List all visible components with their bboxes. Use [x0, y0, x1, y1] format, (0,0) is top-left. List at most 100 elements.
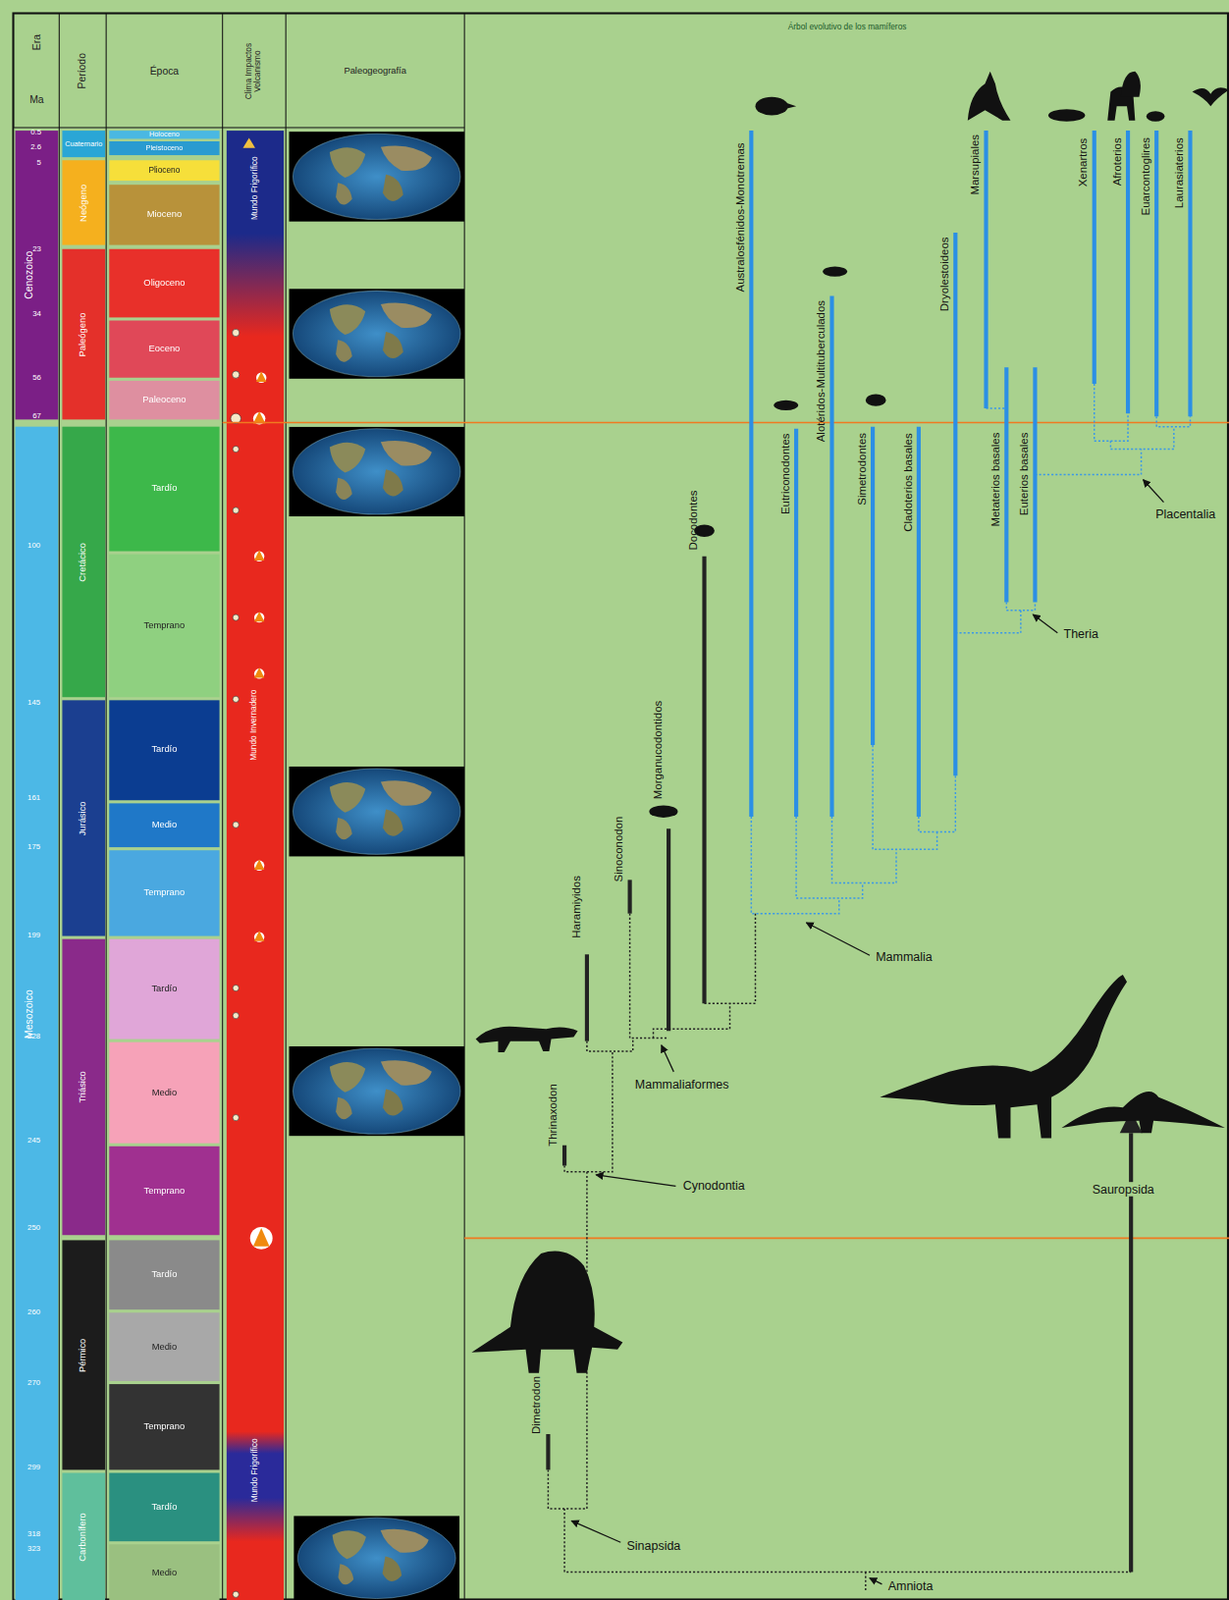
epoch-band: Tardío	[108, 1473, 219, 1543]
band-label: Medio	[152, 1087, 177, 1098]
clade-label: Dimetrodon	[530, 1376, 543, 1435]
age-number: 23	[32, 245, 42, 254]
band-label: Pleistoceno	[146, 144, 184, 153]
age-number: 199	[27, 930, 41, 939]
node-callout: Placentalia	[1153, 507, 1218, 523]
age-number: 67	[32, 412, 42, 421]
age-number: 2.6	[30, 143, 42, 152]
clade-label: Australosfénidos-Monotremas	[734, 142, 748, 292]
period-band: Cuaternario	[61, 130, 106, 158]
epoch-band: Temprano	[108, 554, 219, 698]
band-label: Tardío	[151, 483, 177, 494]
epoch-band: Medio	[108, 1544, 219, 1600]
epoch-band: Paleoceno	[108, 380, 219, 421]
clade-label: Simetrodontes	[854, 432, 868, 506]
period-band: Triásico	[61, 939, 106, 1236]
band-label: Época	[150, 65, 179, 77]
band-label: Eoceno	[149, 343, 181, 354]
period-band: Pérmico	[61, 1239, 106, 1470]
age-number: 260	[27, 1308, 41, 1317]
band-label: Pérmico	[78, 1337, 89, 1372]
epoch-band: Medio	[108, 802, 219, 848]
band-label: Mesozoico	[22, 989, 34, 1039]
band-label: Temprano	[144, 1185, 186, 1196]
clade-label: Metaterios basales	[989, 432, 1003, 528]
epoch-band: Tardío	[108, 939, 219, 1040]
band-label: Tardío	[151, 983, 177, 994]
epoch-band: Temprano	[108, 1384, 219, 1470]
epoch-band: Oligoceno	[108, 249, 219, 319]
band-label: Neógeno	[78, 183, 89, 221]
node-callout: Sauropsida	[1090, 1181, 1157, 1197]
band-label: Temprano	[144, 888, 186, 899]
band-label: Carbonífero	[78, 1512, 89, 1561]
clade-label: Euterios basales	[1017, 432, 1031, 517]
band-label: Ma	[29, 93, 44, 105]
node-callout: Sinapsida	[624, 1538, 683, 1553]
period-band: Paleógeno	[61, 249, 106, 421]
header-cell: EraMa	[14, 14, 60, 128]
age-number: 245	[27, 1135, 41, 1144]
header-cell: Paleogeografía	[285, 14, 465, 128]
band-label: Medio	[152, 820, 177, 831]
epoch-band: Medio	[108, 1312, 219, 1382]
climate-band: Mundo Frigorífico	[228, 130, 282, 245]
band-label: Triásico	[78, 1070, 89, 1103]
band-label: Temprano	[144, 1422, 186, 1433]
epoch-band: Plioceno	[108, 160, 219, 181]
band-label: Cuaternario	[64, 140, 103, 149]
epoch-band: Temprano	[108, 850, 219, 936]
epoch-band: Pleistoceno	[108, 141, 219, 157]
climate-band: Mundo Invernadero	[228, 612, 282, 838]
epoch-band: Tardío	[108, 427, 219, 552]
band-label: Paleógeno	[78, 312, 89, 357]
age-number: 175	[27, 843, 41, 852]
clade-label: Morganucodontidos	[650, 700, 664, 800]
epoch-band: Mioceno	[108, 184, 219, 245]
clade-label: Docodontes	[687, 489, 700, 550]
age-number: 270	[27, 1379, 41, 1388]
clade-label: Xenartros	[1076, 138, 1090, 188]
node-callout: Theria	[1061, 626, 1101, 642]
period-band: Cretácico	[61, 427, 106, 698]
period-band: Jurásico	[61, 699, 106, 936]
header-cell: Período	[58, 14, 107, 128]
node-callout: Mammaliaformes	[633, 1076, 732, 1092]
band-label: Clima Impactos Volcanismo	[245, 24, 264, 117]
epoch-band: Tardío	[108, 1239, 219, 1310]
header-cell: Época	[106, 14, 223, 128]
age-number: 228	[27, 1031, 41, 1040]
clade-label: Dryolestoideos	[938, 236, 952, 312]
band-label: Medio	[152, 1341, 177, 1352]
age-number: 56	[32, 374, 42, 382]
band-label: Mundo Frigorífico	[250, 1438, 260, 1502]
age-number: 299	[27, 1463, 41, 1472]
diagram-title: Árbol evolutivo de los mamíferos	[714, 22, 980, 32]
clade-label: Alotéridos-Multituberculados	[814, 300, 828, 442]
node-callout: Cynodontia	[681, 1178, 748, 1194]
band-label: Mundo Frigorífico	[250, 156, 260, 220]
clade-label: Thrinaxodon	[545, 1083, 559, 1147]
epoch-band: Medio	[108, 1042, 219, 1144]
node-callout: Amniota	[886, 1579, 936, 1595]
age-number: 100	[27, 541, 41, 550]
period-band: Carbonífero	[61, 1473, 106, 1600]
age-number: 5	[36, 159, 41, 167]
period-band: Neógeno	[61, 160, 106, 245]
node-callout: Mammalia	[873, 949, 935, 964]
clade-label: Cladoterios basales	[901, 432, 914, 532]
age-number: 0.5	[30, 128, 42, 137]
band-label: Jurásico	[78, 801, 89, 836]
band-label: Tardío	[151, 1270, 177, 1281]
band-label: Oligoceno	[143, 277, 185, 288]
clade-label: Euarcontoglires	[1138, 137, 1152, 215]
band-label: Holoceno	[149, 130, 180, 139]
band-label: Cretácico	[78, 542, 89, 583]
epoch-band: Holoceno	[108, 130, 219, 139]
age-number: 161	[27, 794, 41, 802]
band-label: Temprano	[144, 620, 186, 631]
band-label: Paleogeografía	[343, 65, 406, 76]
band-label: Tardío	[151, 1501, 177, 1512]
age-number: 250	[27, 1224, 41, 1232]
